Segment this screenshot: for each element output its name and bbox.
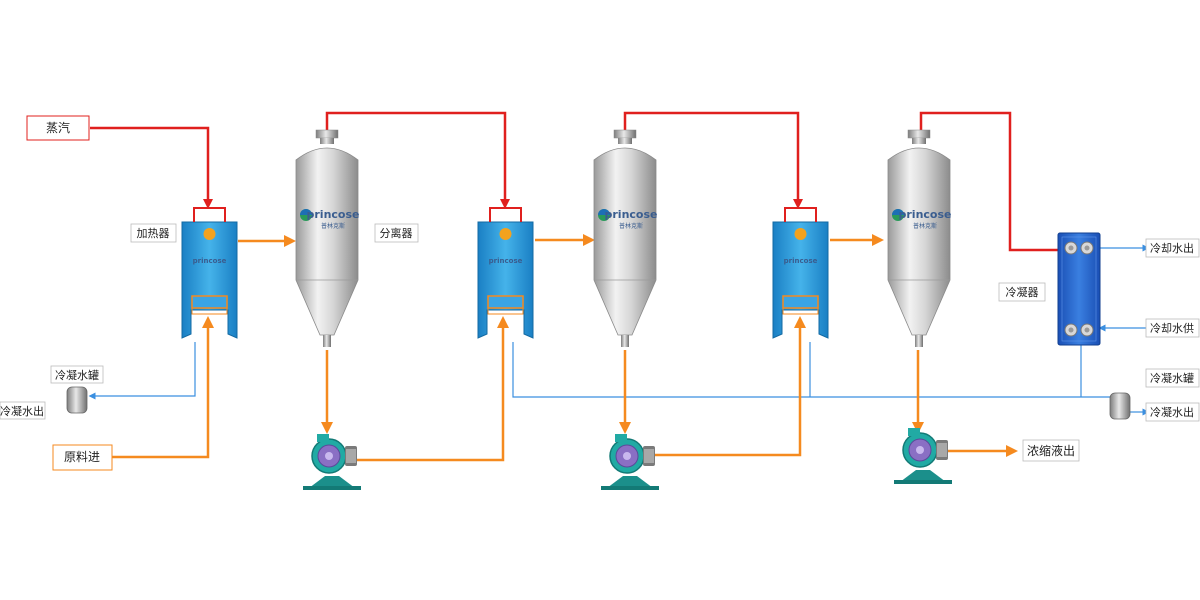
svg-text:冷凝水出: 冷凝水出 <box>1150 405 1194 419</box>
label-steam: 蒸汽 <box>26 115 90 141</box>
steam-valve-icon <box>794 228 807 240</box>
steam-line-stage1-to-heater2 <box>325 111 510 209</box>
svg-text:冷凝器: 冷凝器 <box>1006 285 1039 299</box>
heater-brand-label: princose <box>193 257 227 265</box>
label-condensate-out-right: 冷凝水出 <box>1145 402 1200 422</box>
label-condenser: 冷凝器 <box>998 282 1046 302</box>
separator-brand-subtitle: 普林克斯 <box>913 222 937 230</box>
steam-lines <box>90 111 1069 255</box>
princose-logo-icon <box>892 209 904 221</box>
separator-brand-name: princose <box>605 208 658 221</box>
steam-line-stage3-to-condenser <box>919 111 1069 255</box>
separator-3: princose 普林克斯 <box>887 129 952 347</box>
heater-brand-label: princose <box>784 257 818 265</box>
svg-text:冷却水出: 冷却水出 <box>1150 241 1194 255</box>
pump1-to-heater2 <box>355 316 509 462</box>
heater-3: princose <box>772 207 829 339</box>
steam-line-inlet <box>90 126 213 209</box>
condensate-tank-right <box>1109 392 1131 420</box>
feed-line <box>112 316 214 459</box>
svg-text:冷凝水出: 冷凝水出 <box>0 404 44 418</box>
heater-1: princose <box>181 207 238 339</box>
svg-text:浓缩液出: 浓缩液出 <box>1027 443 1075 458</box>
condenser <box>1057 232 1101 346</box>
heater-brand-label: princose <box>489 257 523 265</box>
heater-2: princose <box>477 207 534 339</box>
process-lines <box>112 234 1018 462</box>
pump-2 <box>601 434 659 490</box>
steam-valve-icon <box>203 228 216 240</box>
label-separator: 分离器 <box>374 223 419 243</box>
label-condensate-tank-right: 冷凝水罐 <box>1145 368 1200 388</box>
label-condensate-out-left: 冷凝水出 <box>0 401 46 420</box>
separator-brand-subtitle: 普林克斯 <box>321 222 345 230</box>
label-feed-in: 原料进 <box>52 444 113 471</box>
pump2-to-heater3 <box>655 316 806 457</box>
condensate-line-collector <box>512 342 1110 398</box>
label-cooling-water-supply: 冷却水供 <box>1145 318 1200 338</box>
svg-text:冷凝水罐: 冷凝水罐 <box>55 368 99 382</box>
steam-line-stage2-to-heater3 <box>623 111 803 209</box>
water-lines <box>88 244 1150 416</box>
pump-3 <box>894 428 952 484</box>
label-condensate-tank-left: 冷凝水罐 <box>50 365 104 384</box>
svg-text:加热器: 加热器 <box>137 227 170 240</box>
separator-brand-subtitle: 普林克斯 <box>619 222 643 230</box>
separator-brand-name: princose <box>307 208 360 221</box>
label-cooling-water-out: 冷却水出 <box>1145 238 1200 258</box>
condensate-line-heater1 <box>88 342 196 400</box>
label-heater: 加热器 <box>130 223 177 243</box>
svg-text:冷却水供: 冷却水供 <box>1150 321 1194 335</box>
svg-text:原料进: 原料进 <box>64 450 100 464</box>
separator-2: princose 普林克斯 <box>593 129 658 347</box>
condensate-tank-left <box>66 386 88 414</box>
princose-logo-icon <box>598 209 610 221</box>
svg-text:蒸汽: 蒸汽 <box>46 120 70 135</box>
princose-logo-icon <box>300 209 312 221</box>
svg-text:冷凝水罐: 冷凝水罐 <box>1150 371 1194 385</box>
separator-brand-name: princose <box>899 208 952 221</box>
label-concentrate-out: 浓缩液出 <box>1022 439 1080 462</box>
separator-1: princose 普林克斯 <box>295 129 360 347</box>
pump-1 <box>303 434 361 490</box>
steam-valve-icon <box>499 228 512 240</box>
svg-text:分离器: 分离器 <box>380 226 413 240</box>
